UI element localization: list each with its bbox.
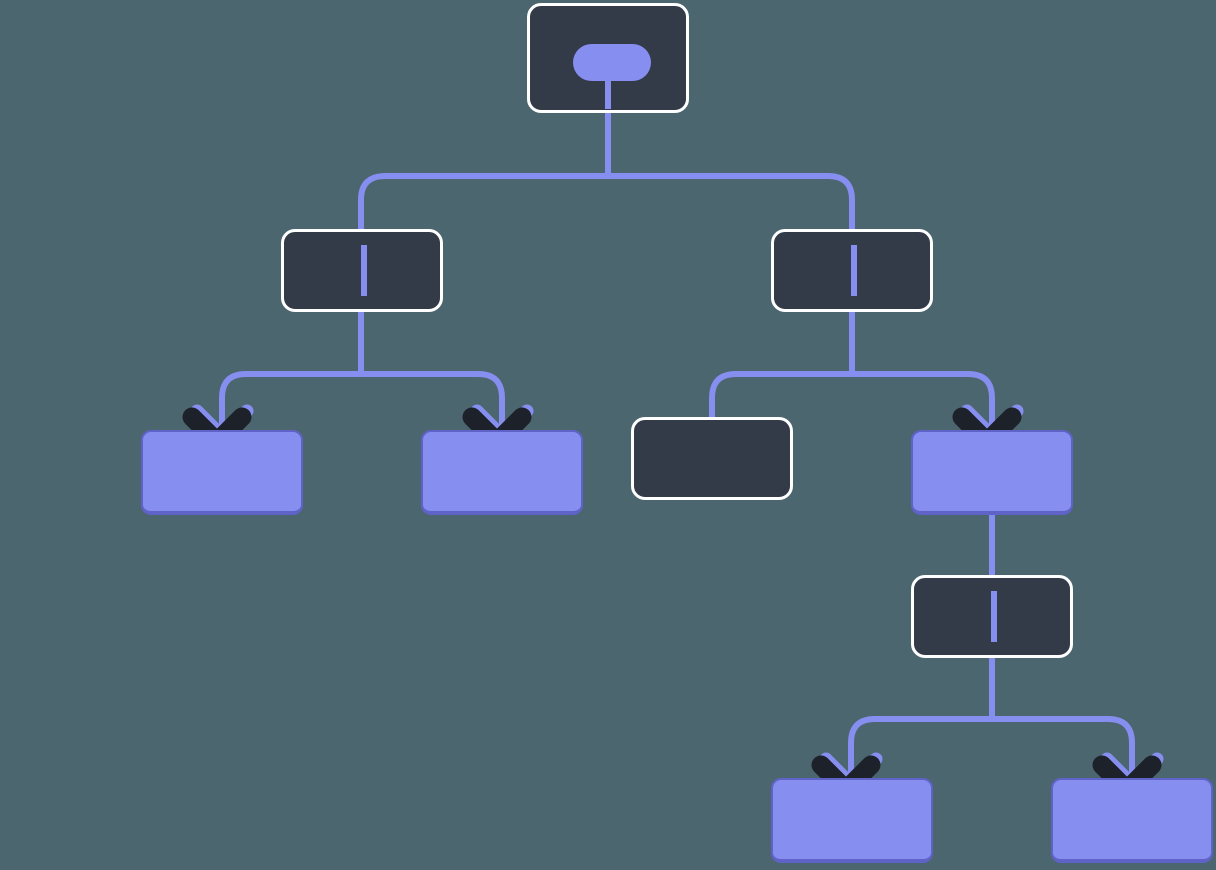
tree-node-leaf-5[interactable] (1051, 778, 1213, 863)
edge-right-branch-to-group-node (709, 312, 855, 417)
tree-node-group-empty[interactable] (631, 417, 793, 500)
tree-node-leaf-1[interactable] (141, 430, 303, 515)
edge-subgroup-to-leaf-5 (989, 658, 1135, 790)
edge-subgroup-to-leaf-4 (848, 658, 995, 790)
tree-node-leaf-4[interactable] (771, 778, 933, 863)
tree-node-left-branch[interactable] (281, 229, 443, 312)
edge-root-to-right-branch (605, 113, 855, 229)
root-stem-glyph (605, 76, 611, 109)
edge-root-to-left-branch (358, 113, 611, 229)
tree-node-right-branch[interactable] (771, 229, 933, 312)
tree-node-leaf-2[interactable] (421, 430, 583, 515)
subgroup-stem-glyph (991, 591, 997, 642)
edge-left-branch-to-leaf-2 (358, 312, 505, 442)
tree-node-leaf-3[interactable] (911, 430, 1073, 515)
edge-right-branch-to-leaf-3 (849, 312, 995, 442)
tree-node-subgroup[interactable] (911, 575, 1073, 658)
left-branch-stem-glyph (361, 245, 367, 296)
right-branch-stem-glyph (851, 245, 857, 296)
tree-node-root[interactable] (527, 3, 689, 113)
root-pill-glyph (573, 44, 651, 81)
edge-left-branch-to-leaf-1 (219, 312, 364, 442)
